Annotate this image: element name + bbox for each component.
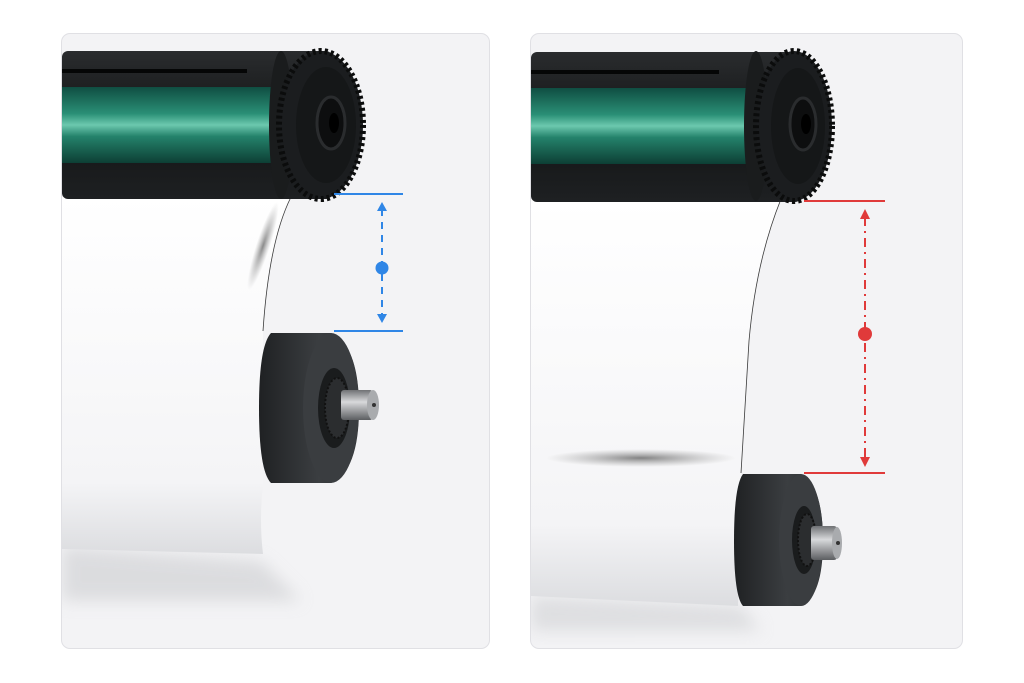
left-illustration <box>62 48 403 601</box>
lower-roller-icon <box>259 333 359 483</box>
lower-roller-icon <box>734 474 823 606</box>
toner-smudge <box>247 202 279 290</box>
toner-smudge <box>546 449 736 467</box>
left-panel <box>61 33 490 649</box>
paper-sheet <box>62 197 291 554</box>
opc-drum-icon <box>62 51 332 199</box>
right-panel <box>530 33 963 649</box>
drum-gear-icon <box>753 48 835 204</box>
roller-shaft-icon <box>341 390 379 420</box>
gap-dimension-marker-icon <box>804 200 885 474</box>
right-illustration <box>531 48 885 631</box>
gap-dimension-marker-icon <box>334 193 403 332</box>
paper-sheet <box>531 199 781 606</box>
drum-gear-icon <box>276 48 366 202</box>
roller-shaft-icon <box>811 526 842 560</box>
opc-drum-icon <box>531 51 801 202</box>
